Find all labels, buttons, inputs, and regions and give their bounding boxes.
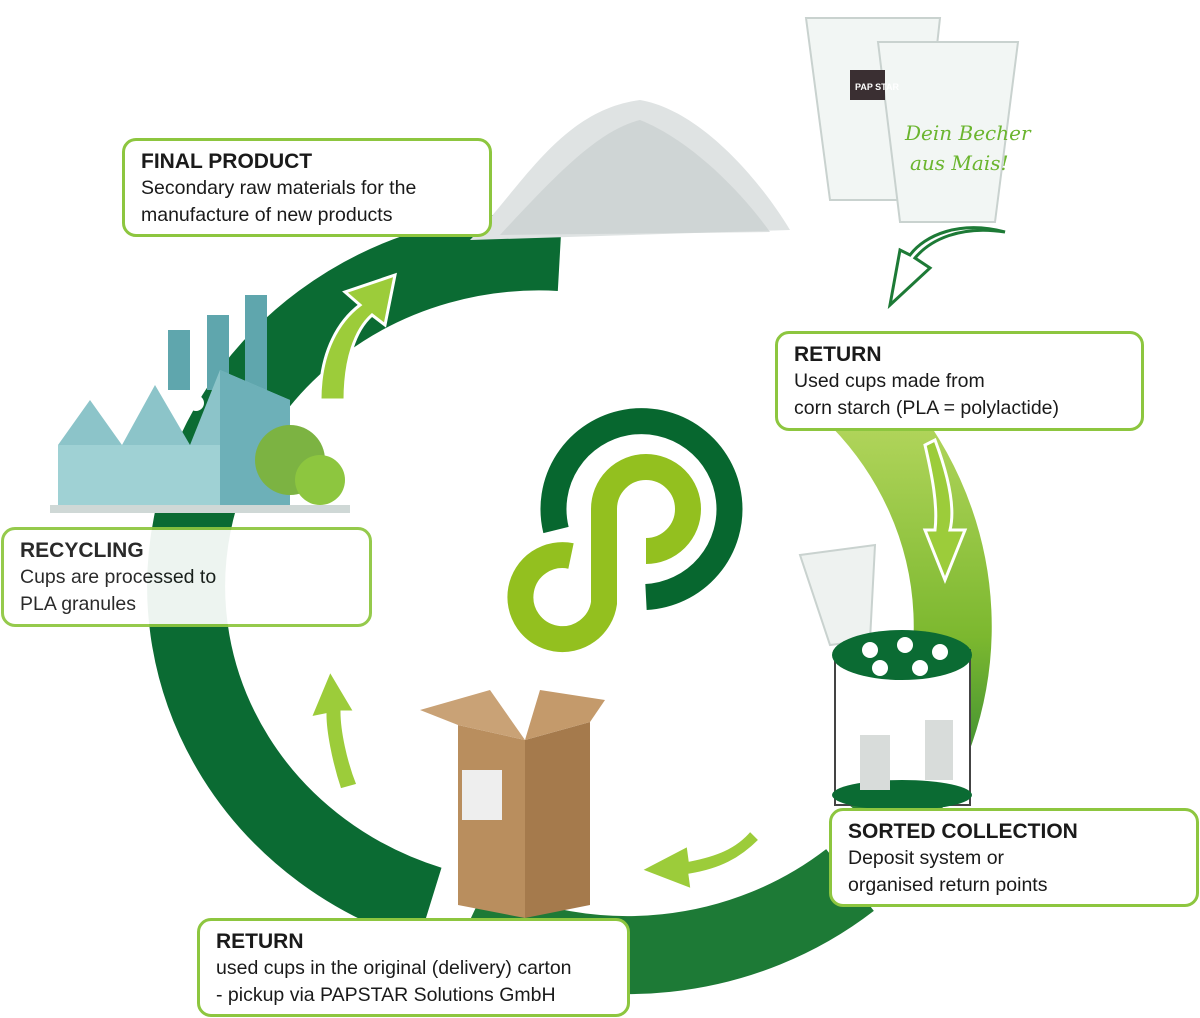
collection-bin-image [798,543,972,810]
step-title: RETURN [794,343,882,366]
svg-text:aus Mais!: aus Mais! [910,151,1009,175]
pla-cups-image: Dein Becher aus Mais! PAP STAR [804,17,1032,223]
ring-left-segment [147,212,563,943]
step-title: SORTED COLLECTION [848,820,1078,843]
step-title: RETURN [216,930,304,953]
step-final-product: FINAL PRODUCT Secondary raw materials fo… [122,138,492,237]
step-line: PLA granules [20,593,137,615]
step-recycling: RECYCLING Cups are processed to PLA gran… [1,527,372,627]
step-title: RECYCLING [20,539,144,562]
papstar-logo [507,408,743,653]
pla-granules-image [470,100,790,240]
step-line: organised return points [848,874,1048,896]
step-return-carton: RETURN used cups in the original (delive… [197,918,630,1017]
step-line: used cups in the original (delivery) car… [216,957,572,979]
step-line: Cups are processed to [20,566,217,588]
step-sorted-collection: SORTED COLLECTION Deposit system or orga… [829,808,1199,907]
step-line: Used cups made from [794,370,985,392]
arrow-icon [307,272,968,893]
step-title: FINAL PRODUCT [141,150,313,173]
carton-box-image [420,690,605,918]
step-line: Deposit system or [848,847,1005,869]
step-line: corn starch (PLA = polylactide) [794,397,1060,419]
step-line: Secondary raw materials for the [141,177,417,199]
step-return-cups: RETURN Used cups made from corn starch (… [775,331,1144,431]
arrow-icon [887,226,1006,310]
svg-text:Dein Becher: Dein Becher [904,121,1032,145]
step-line: manufacture of new products [141,204,393,226]
factory-image [50,295,350,513]
svg-text:PAP STAR: PAP STAR [855,82,900,92]
step-line: - pickup via PAPSTAR Solutions GmbH [216,984,556,1006]
